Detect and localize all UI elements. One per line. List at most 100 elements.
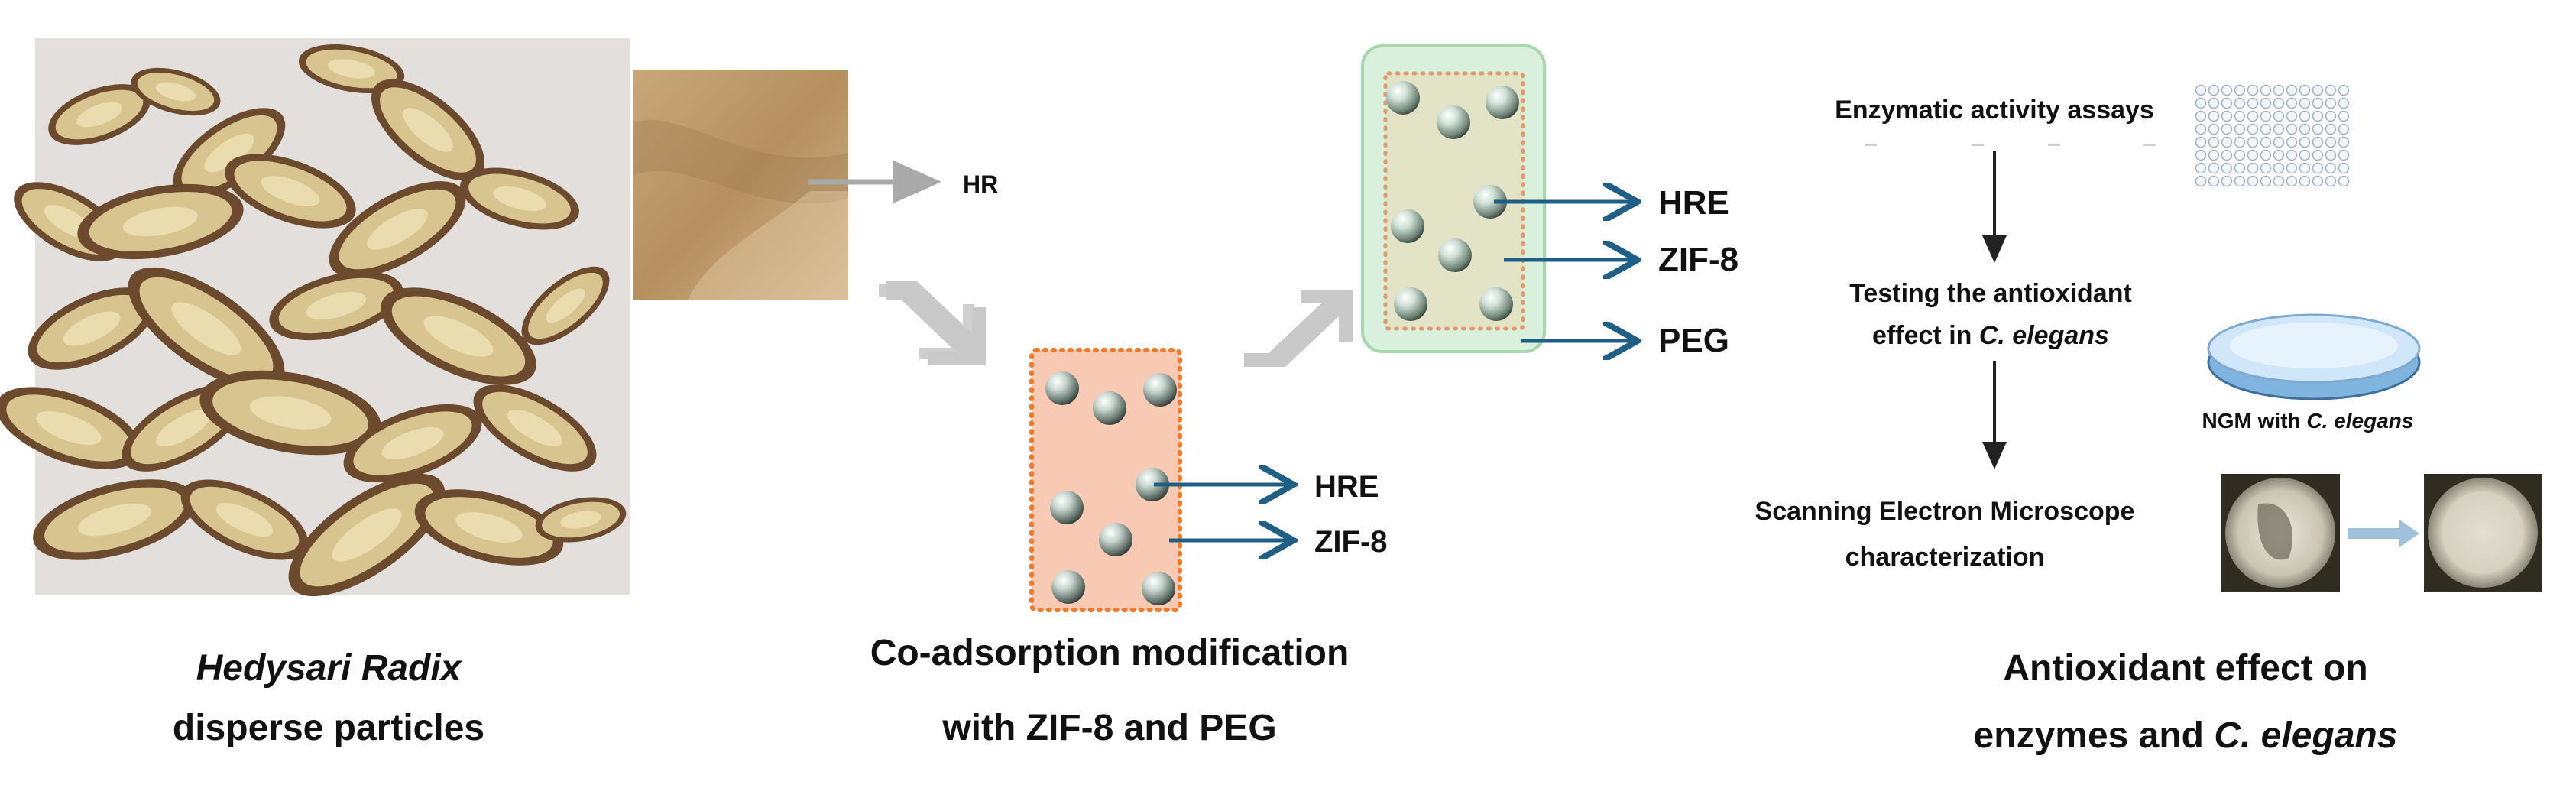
well bbox=[2325, 175, 2337, 187]
well bbox=[2247, 162, 2259, 174]
well bbox=[2221, 110, 2233, 122]
well bbox=[2247, 97, 2259, 109]
right-caption-line2: enzymes and C. elegans bbox=[1974, 715, 2398, 756]
step-antioxidant-line2: effect in C. elegans bbox=[1872, 321, 2109, 350]
particle-sphere bbox=[1050, 491, 1084, 524]
well bbox=[2286, 110, 2298, 122]
well bbox=[2247, 123, 2259, 135]
well bbox=[2338, 175, 2350, 187]
well bbox=[2247, 149, 2259, 161]
well bbox=[2286, 136, 2298, 148]
well bbox=[2208, 149, 2220, 161]
hr-label: HR bbox=[963, 170, 998, 198]
petri-dish-icon bbox=[2207, 313, 2421, 400]
dish-label: NGM with C. elegans bbox=[2202, 409, 2414, 433]
well bbox=[2286, 149, 2298, 161]
well bbox=[2286, 162, 2298, 174]
root-slice bbox=[269, 271, 403, 341]
co-adsorption-box bbox=[1029, 348, 1182, 612]
particle-sphere bbox=[1479, 287, 1513, 321]
left-caption-line1: Hedysari Radix bbox=[196, 648, 463, 689]
well bbox=[2312, 175, 2324, 187]
zif8-label-upper: ZIF-8 bbox=[1658, 241, 1738, 278]
particle-sphere bbox=[1142, 572, 1175, 605]
root-slice bbox=[180, 479, 309, 560]
root-slice bbox=[473, 384, 597, 472]
well bbox=[2260, 123, 2272, 135]
root-slice bbox=[48, 84, 151, 145]
well bbox=[2234, 136, 2246, 148]
well bbox=[2312, 123, 2324, 135]
well bbox=[2260, 84, 2272, 96]
well bbox=[2195, 123, 2207, 135]
well bbox=[2234, 123, 2246, 135]
particle-sphere bbox=[1099, 523, 1132, 556]
well bbox=[2273, 110, 2285, 122]
well bbox=[2247, 136, 2259, 148]
well bbox=[2234, 84, 2246, 96]
root-slice bbox=[131, 67, 221, 116]
sem-photo-before bbox=[2221, 474, 2340, 592]
well bbox=[2299, 136, 2311, 148]
well bbox=[2338, 97, 2350, 109]
root-slice bbox=[28, 287, 156, 370]
root-slice bbox=[329, 181, 466, 277]
well bbox=[2286, 97, 2298, 109]
well bbox=[2299, 97, 2311, 109]
well bbox=[2325, 162, 2337, 174]
root-slice bbox=[199, 370, 381, 456]
particle-sphere bbox=[1394, 287, 1427, 321]
well bbox=[2208, 162, 2220, 174]
well bbox=[2286, 123, 2298, 135]
well bbox=[2299, 162, 2311, 174]
particle-sphere bbox=[1045, 371, 1079, 405]
root-slice bbox=[460, 167, 579, 230]
well bbox=[2338, 162, 2350, 174]
well bbox=[2273, 136, 2285, 148]
hre-label-middle: HRE bbox=[1314, 470, 1379, 504]
well bbox=[2325, 97, 2337, 109]
well bbox=[2312, 110, 2324, 122]
well bbox=[2195, 110, 2207, 122]
particle-sphere bbox=[1093, 391, 1126, 425]
hr-powder-photo bbox=[633, 70, 848, 300]
particle-sphere bbox=[1136, 468, 1169, 501]
well bbox=[2260, 175, 2272, 187]
well bbox=[2221, 136, 2233, 148]
well bbox=[2208, 97, 2220, 109]
step-antioxidant-line1: Testing the antioxidant bbox=[1849, 279, 2132, 308]
particle-sphere bbox=[1051, 570, 1085, 604]
root-slice bbox=[128, 267, 285, 391]
process-arrow-2 bbox=[1244, 290, 1353, 367]
well-plate-icon bbox=[2195, 84, 2358, 196]
root-slice bbox=[414, 489, 564, 566]
well bbox=[2260, 149, 2272, 161]
well bbox=[2195, 162, 2207, 174]
well bbox=[2221, 149, 2233, 161]
root-slice bbox=[0, 387, 142, 469]
well bbox=[2195, 136, 2207, 148]
well bbox=[2260, 110, 2272, 122]
right-caption-line1: Antioxidant effect on bbox=[2003, 648, 2367, 689]
well bbox=[2312, 149, 2324, 161]
middle-caption-line1: Co-adsorption modification bbox=[870, 633, 1350, 673]
well bbox=[2195, 175, 2207, 187]
root-slice bbox=[371, 79, 485, 181]
particle-sphere bbox=[1143, 373, 1177, 407]
well bbox=[2234, 97, 2246, 109]
zif8-label-middle: ZIF-8 bbox=[1314, 525, 1388, 559]
well bbox=[2208, 84, 2220, 96]
well bbox=[2273, 162, 2285, 174]
peg-coated-box bbox=[1361, 44, 1546, 353]
hre-label-upper: HRE bbox=[1658, 184, 1729, 222]
well bbox=[2273, 123, 2285, 135]
step-sem-line1: Scanning Electron Microscope bbox=[1755, 497, 2135, 526]
step-enzymatic-assays: Enzymatic activity assays bbox=[1835, 96, 2154, 125]
well bbox=[2208, 136, 2220, 148]
well bbox=[2338, 110, 2350, 122]
well bbox=[2247, 110, 2259, 122]
root-slice bbox=[288, 473, 446, 597]
particle-sphere bbox=[1391, 209, 1424, 243]
root-slice bbox=[173, 108, 286, 198]
